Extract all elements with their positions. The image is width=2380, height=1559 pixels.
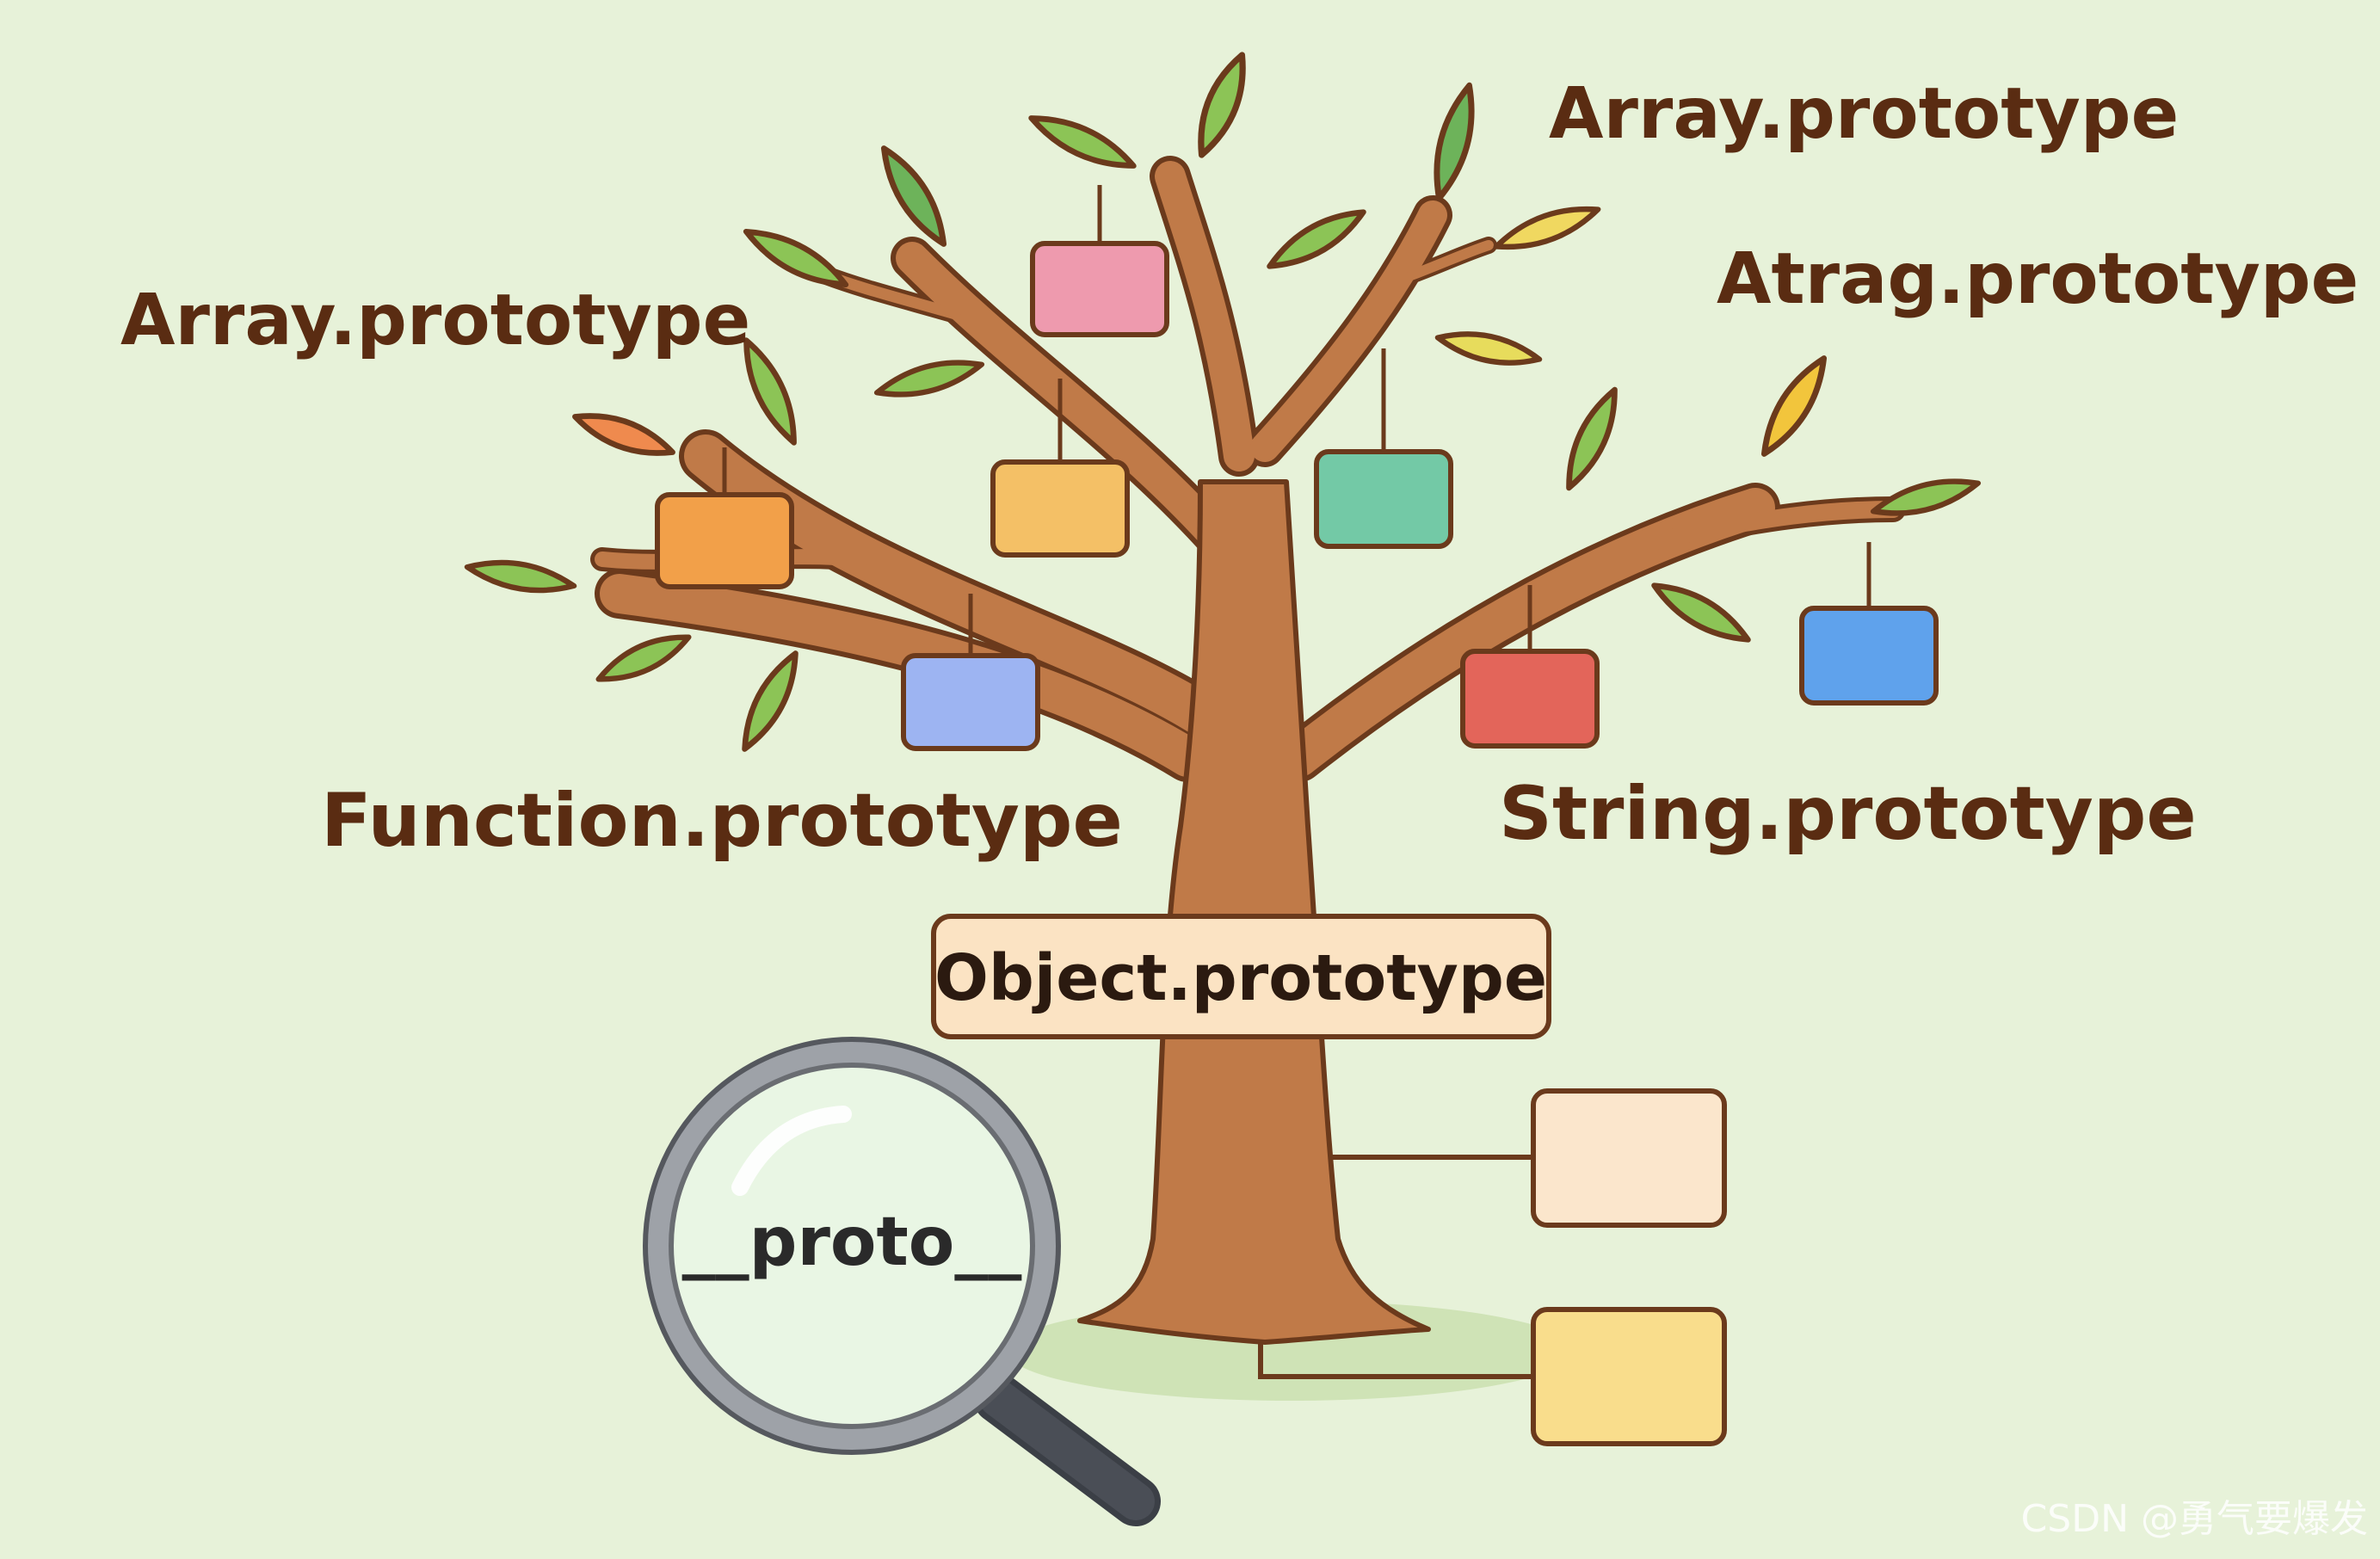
leaf [880, 145, 947, 247]
leaf [743, 337, 797, 446]
object-box [1531, 1088, 1727, 1228]
leaves [464, 52, 1982, 752]
leaf [1434, 331, 1543, 366]
object-prototype-label: Object.prototype [934, 941, 1547, 1015]
leaf [1651, 582, 1751, 643]
tree-trunk [1077, 479, 1431, 1345]
object-box [1314, 449, 1453, 549]
object-box [655, 492, 794, 589]
string-prototype-label: String.prototype [1499, 771, 2197, 857]
leaf [1028, 115, 1137, 169]
leaf [1760, 355, 1828, 457]
array-prototype-label-left: Array.prototype [120, 280, 750, 361]
leaf [743, 229, 849, 287]
object-box [1531, 1307, 1727, 1446]
leaf [742, 650, 798, 752]
leaf [572, 413, 675, 456]
object-prototype-box [931, 914, 1551, 1039]
leaf [1566, 386, 1618, 491]
leaf [464, 559, 577, 594]
hanging-boxes [655, 241, 1939, 1446]
array-prototype-label-top: Array.prototype [1549, 73, 2179, 155]
watermark-text: CSDN @勇气要爆发 [2021, 1497, 2368, 1541]
leaf [1493, 206, 1601, 250]
hanging-strings [722, 185, 1871, 658]
function-prototype-label: Function.prototype [321, 778, 1123, 864]
leaf [1198, 52, 1246, 158]
atrag-prototype-label: Atrag.prototype [1717, 238, 2358, 320]
magnifying-glass-icon: __proto__ [643, 1037, 1161, 1526]
object-box [990, 459, 1130, 558]
leaf [595, 634, 692, 682]
leaf [1870, 478, 1982, 516]
leaf [1267, 209, 1366, 269]
object-box [901, 653, 1040, 751]
object-box [1030, 241, 1169, 337]
object-box [1460, 649, 1600, 749]
connector-line [1258, 1342, 1540, 1379]
leaf [1434, 82, 1475, 202]
object-box [1799, 606, 1939, 706]
leaf [873, 360, 985, 397]
proto-label: __proto__ [682, 1204, 1022, 1281]
